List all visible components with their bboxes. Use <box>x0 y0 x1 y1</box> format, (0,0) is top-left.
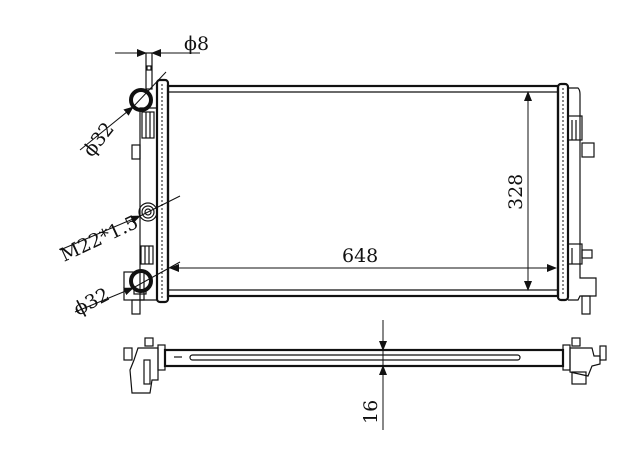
upper-hose-label: ϕ32 <box>79 118 119 161</box>
lower-hose-port <box>129 269 153 293</box>
lower-hose-leader: ϕ32 <box>70 261 181 321</box>
right-tank <box>556 82 597 315</box>
thickness-dimension: 16 <box>360 320 387 430</box>
left-tank <box>123 78 170 315</box>
height-dimension: 328 <box>505 91 532 291</box>
left-end-fittings <box>123 337 166 394</box>
right-end-fittings <box>562 337 607 385</box>
drain-fitting <box>138 202 158 222</box>
drain-thread-label: M22*1.5 <box>57 211 142 266</box>
thickness-label: 16 <box>360 400 382 424</box>
upper-hose-leader: ϕ32 <box>79 71 167 161</box>
upper-hose-port <box>129 88 153 112</box>
core-side <box>163 348 565 368</box>
width-dimension: 648 <box>169 245 557 272</box>
side-view: 16 <box>123 320 607 430</box>
height-label: 328 <box>505 174 527 210</box>
pipe-diameter-dimension: ϕ8 <box>115 33 209 57</box>
width-label: 648 <box>342 245 378 267</box>
front-view: 648 328 ϕ8 ϕ32 M22*1.5 ϕ32 <box>57 33 597 321</box>
drain-thread-leader: M22*1.5 <box>57 195 181 267</box>
lower-hose-label: ϕ32 <box>70 284 113 321</box>
inlet-pipe <box>145 52 153 90</box>
pipe-diameter-label: ϕ8 <box>184 33 209 55</box>
